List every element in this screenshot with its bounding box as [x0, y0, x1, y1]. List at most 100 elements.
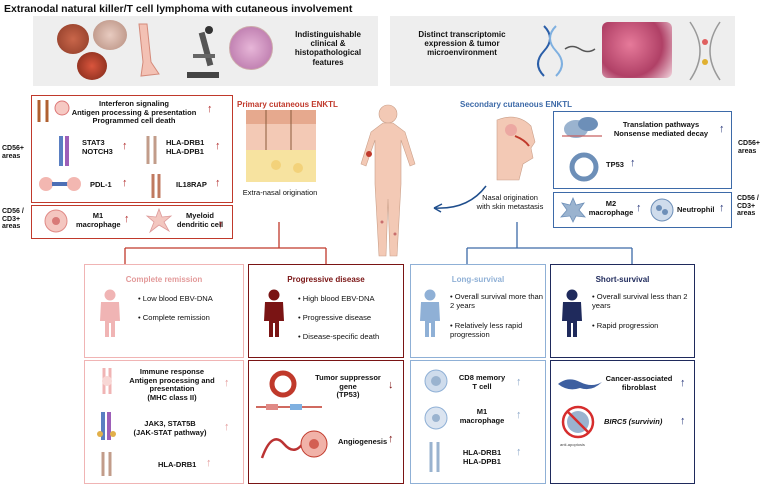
dendritic-cell-icon — [145, 207, 173, 234]
receptor-icon — [37, 100, 49, 122]
m1-macrophage-icon — [424, 406, 448, 430]
primary-cd56-box — [31, 95, 233, 203]
short-bullet: • Rapid progression — [592, 321, 659, 330]
skin-lesion-photo — [57, 24, 89, 54]
head-nasal-illustration — [496, 116, 536, 181]
hla-receptor-icon — [429, 442, 440, 472]
hla-drb1-dpb1-label: HLA-DRB1 HLA-DPB1 — [166, 138, 205, 156]
progressive-bullet: • Progressive disease — [298, 313, 372, 322]
up-arrow-icon: ↑ — [680, 415, 686, 427]
complete-remission-box — [84, 264, 244, 358]
m1-macrophage-icon — [44, 209, 68, 233]
tumor-suppressor-label: Tumor suppressor gene (TP53) — [315, 373, 381, 400]
up-arrow-icon: ↑ — [215, 140, 221, 152]
up-arrow-icon: ↑ — [719, 202, 725, 214]
hla-receptor-icon — [101, 452, 112, 476]
tumor-microenvironment-illustration — [602, 22, 672, 78]
up-arrow-icon: ↑ — [215, 177, 221, 189]
skin-lesion-photo — [93, 20, 127, 50]
primary-cd56cd3-box — [31, 205, 233, 239]
progressive-bullet: • High blood EBV-DNA — [298, 294, 375, 303]
complete-remission-title: Complete remission — [125, 275, 203, 284]
m1-macrophage-label: M1 macrophage — [76, 211, 121, 229]
dna-icon — [537, 25, 563, 77]
short-survival-marker-box — [550, 360, 695, 484]
side-label-cd56-cd3: CD56 / CD3+ areas — [2, 208, 24, 231]
il18rap-receptor-icon — [151, 174, 161, 198]
m2-macrophage-icon — [560, 196, 586, 223]
pdl1-label: PDL-1 — [90, 180, 112, 189]
neutrophil-label: Neutrophil — [677, 205, 715, 214]
myeloid-dendritic-label: Myeloid dendritic cell — [176, 211, 224, 229]
leg-icon — [138, 23, 160, 77]
patient-figure-icon — [420, 289, 440, 337]
hla-receptor-icon — [146, 136, 157, 164]
progressive-bullet: • Disease-specific death — [298, 332, 380, 341]
angiogenesis-label: Angiogenesis — [338, 437, 388, 446]
histology-photo — [229, 26, 273, 70]
primary-pathways: Interferon signaling Antigen processing … — [71, 99, 197, 126]
side-label-cd56-cd3: CD56 / CD3+ areas — [737, 195, 759, 218]
secondary-cd56-box — [553, 111, 732, 189]
up-arrow-icon: ↑ — [516, 409, 522, 421]
skin-lesion-photo — [77, 52, 107, 80]
hla-drb1-label: HLA-DRB1 — [158, 460, 197, 469]
tp53-label: TP53 — [606, 160, 624, 169]
secondary-title: Secondary cutaneous ENKTL — [460, 100, 573, 109]
long-bullet: • Overall survival more than 2 years — [450, 292, 543, 311]
top-left-banner: Indistinguishable clinical & histopathol… — [33, 16, 378, 86]
short-survival-title: Short-survival — [595, 275, 650, 284]
secondary-cd56cd3-box — [553, 192, 732, 228]
up-arrow-icon: ↑ — [122, 140, 128, 152]
top-right-caption: Distinct transcriptomic expression & tum… — [418, 30, 506, 58]
cd8-memory-label: CD8 memory T cell — [458, 373, 506, 391]
secondary-origin: Nasal origination with skin metastasis — [476, 193, 544, 211]
complete-remission-marker-box — [84, 360, 244, 484]
patient-figure-icon — [264, 289, 284, 337]
long-bullet: • Relatively less rapid progression — [450, 321, 523, 340]
top-left-caption: Indistinguishable clinical & histopathol… — [294, 30, 362, 67]
jak-stat-receptor-icon — [59, 136, 69, 166]
stat3-notch3-label: STAT3 NOTCH3 — [82, 138, 113, 156]
complete-bullet: • Complete remission — [138, 313, 210, 322]
progressive-disease-marker-box — [248, 360, 404, 484]
side-label-cd56: CD56+ areas — [738, 140, 760, 155]
m1-macrophage-label: M1 macrophage — [459, 407, 505, 425]
up-arrow-icon: ↑ — [224, 377, 230, 389]
anti-apoptosis-label: anti-apoptosis — [560, 442, 585, 447]
cd8-memory-cell-icon — [424, 369, 448, 393]
tp53-ring-icon — [269, 370, 297, 398]
m2-macrophage-label: M2 macrophage — [588, 199, 634, 217]
up-arrow-icon: ↑ — [206, 457, 212, 469]
tp53-ring-icon — [569, 152, 599, 182]
progressive-disease-title: Progressive disease — [287, 275, 365, 284]
patient-figure-icon — [562, 289, 582, 337]
ribosome-icon — [562, 117, 602, 138]
human-body-figure — [360, 104, 416, 257]
jak-stat-label: JAK3, STAT5B (JAK-STAT pathway) — [133, 419, 207, 437]
up-arrow-icon: ↑ — [630, 157, 636, 169]
side-label-cd56: CD56+ areas — [2, 145, 24, 160]
cancer-associated-fibroblast-label: Cancer-associated fibroblast — [605, 374, 673, 392]
up-arrow-icon: ↑ — [224, 421, 230, 433]
down-arrow-icon: ↓ — [388, 379, 394, 391]
up-arrow-icon: ↑ — [680, 377, 686, 389]
up-arrow-icon: ↑ — [207, 103, 213, 115]
jak-stat-icon — [97, 412, 116, 440]
neutrophil-icon — [650, 198, 674, 222]
il18rap-label: IL18RAP — [176, 180, 207, 189]
progressive-disease-box — [248, 264, 404, 358]
cell-icon — [54, 100, 70, 116]
up-arrow-icon: ↑ — [719, 123, 725, 135]
pdl1-binding-icon — [39, 177, 81, 191]
long-survival-title: Long-survival — [451, 275, 505, 284]
up-arrow-icon: ↑ — [218, 219, 224, 231]
page-title: Extranodal natural killer/T cell lymphom… — [4, 3, 353, 15]
skin-layers-illustration — [246, 110, 316, 182]
primary-title: Primary cutaneous ENKTL — [237, 100, 338, 109]
hla-drb1-dpb1-label: HLA-DRB1 HLA-DPB1 — [462, 448, 502, 466]
patient-figure-icon — [100, 289, 120, 337]
primary-origin: Extra-nasal origination — [242, 188, 318, 197]
top-right-banner: Distinct transcriptomic expression & tum… — [390, 16, 735, 86]
